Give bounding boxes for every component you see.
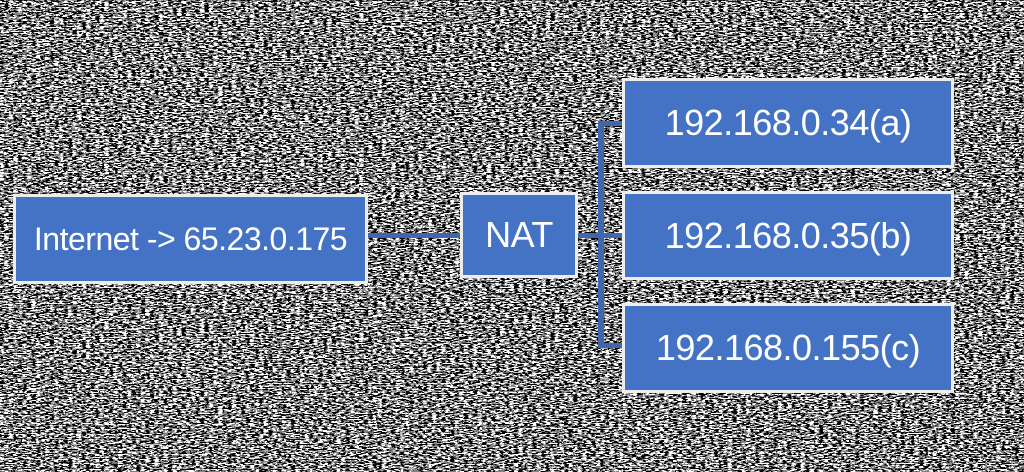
nat-node-label: NAT <box>485 214 553 255</box>
branch-line-host-a <box>604 121 622 126</box>
lan-node-a: 192.168.0.34(a) <box>622 78 954 168</box>
lan-node-b: 192.168.0.35(b) <box>622 191 954 280</box>
lan-node-c: 192.168.0.155(c) <box>622 303 954 393</box>
internet-node-label: Internet -> 65.23.0.175 <box>33 220 348 257</box>
internet-node: Internet -> 65.23.0.175 <box>13 194 368 284</box>
branch-line-host-c <box>604 343 622 348</box>
lan-node-b-label: 192.168.0.35(b) <box>664 214 912 256</box>
connector-internet-to-nat <box>368 233 460 238</box>
lan-trunk-vertical-line <box>598 121 604 348</box>
nat-node: NAT <box>460 192 578 278</box>
lan-node-a-label: 192.168.0.34(a) <box>664 102 912 143</box>
lan-node-c-label: 192.168.0.155(c) <box>655 327 921 368</box>
